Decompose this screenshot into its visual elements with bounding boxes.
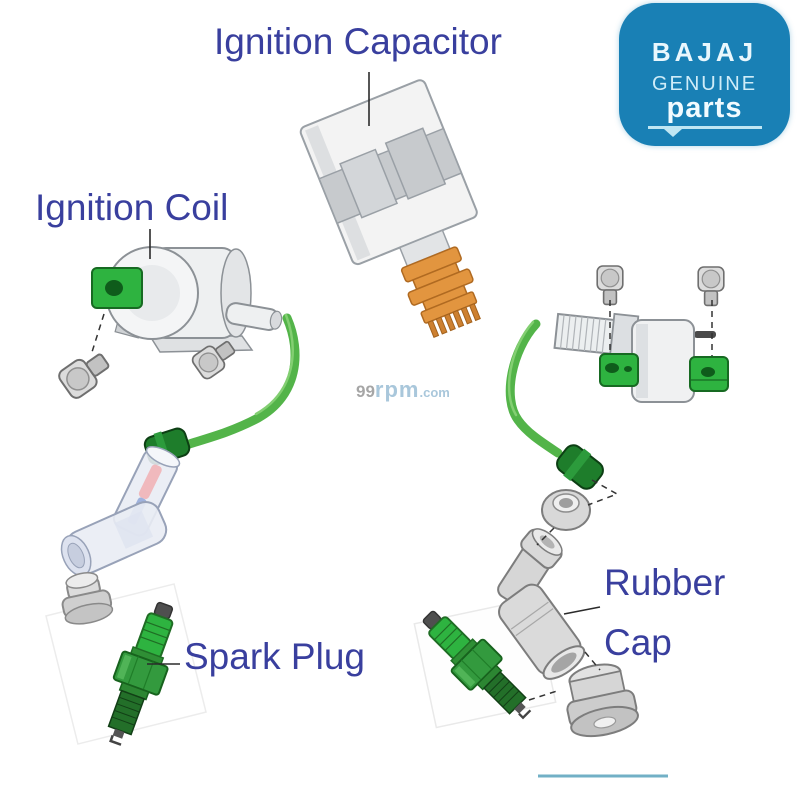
watermark-prefix: 99 [356, 382, 375, 401]
grommet-washer-illustration [541, 489, 591, 531]
ignition-coil-label: Ignition Coil [35, 187, 229, 228]
rubber-cap-label: Rubber Cap [604, 553, 725, 673]
ignition-coil-right-illustration [553, 312, 729, 403]
watermark-tld: .com [419, 385, 450, 400]
spark-plug-label: Spark Plug [184, 636, 365, 677]
rubber-cap-label-line1: Rubber [604, 562, 726, 603]
ignition-coil-left-illustration [91, 246, 283, 353]
wire-connector [556, 444, 604, 490]
rubber-cap-illustration [497, 528, 586, 680]
badge-brand-text: BAJAJ [651, 37, 758, 67]
badge-genuine-text: GENUINE [651, 73, 758, 95]
rubber-cap-label-line2: Cap [604, 622, 672, 663]
rubber-grommet-illustration [566, 663, 639, 738]
mounting-bolt-icon [596, 265, 725, 307]
bajaj-genuine-parts-badge: BAJAJ GENUINE parts [619, 3, 790, 146]
transparent-plug-cap-illustration [60, 446, 181, 577]
ignition-capacitor-label: Ignition Capacitor [214, 21, 502, 62]
assembly-dashed-lines [91, 300, 713, 701]
badge-arrow-icon [663, 129, 682, 137]
label-leader-lines [147, 72, 601, 665]
watermark-name: rpm [374, 377, 420, 402]
spark-plug-wire-right [505, 319, 604, 490]
sealing-cap-illustration [61, 572, 114, 625]
badge-underline [647, 126, 762, 137]
coil-nozzle [225, 302, 283, 331]
ignition-capacitor-illustration [299, 79, 481, 338]
badge-parts-text: parts [666, 92, 743, 124]
watermark-99rpm: 99rpm.com [356, 377, 450, 403]
